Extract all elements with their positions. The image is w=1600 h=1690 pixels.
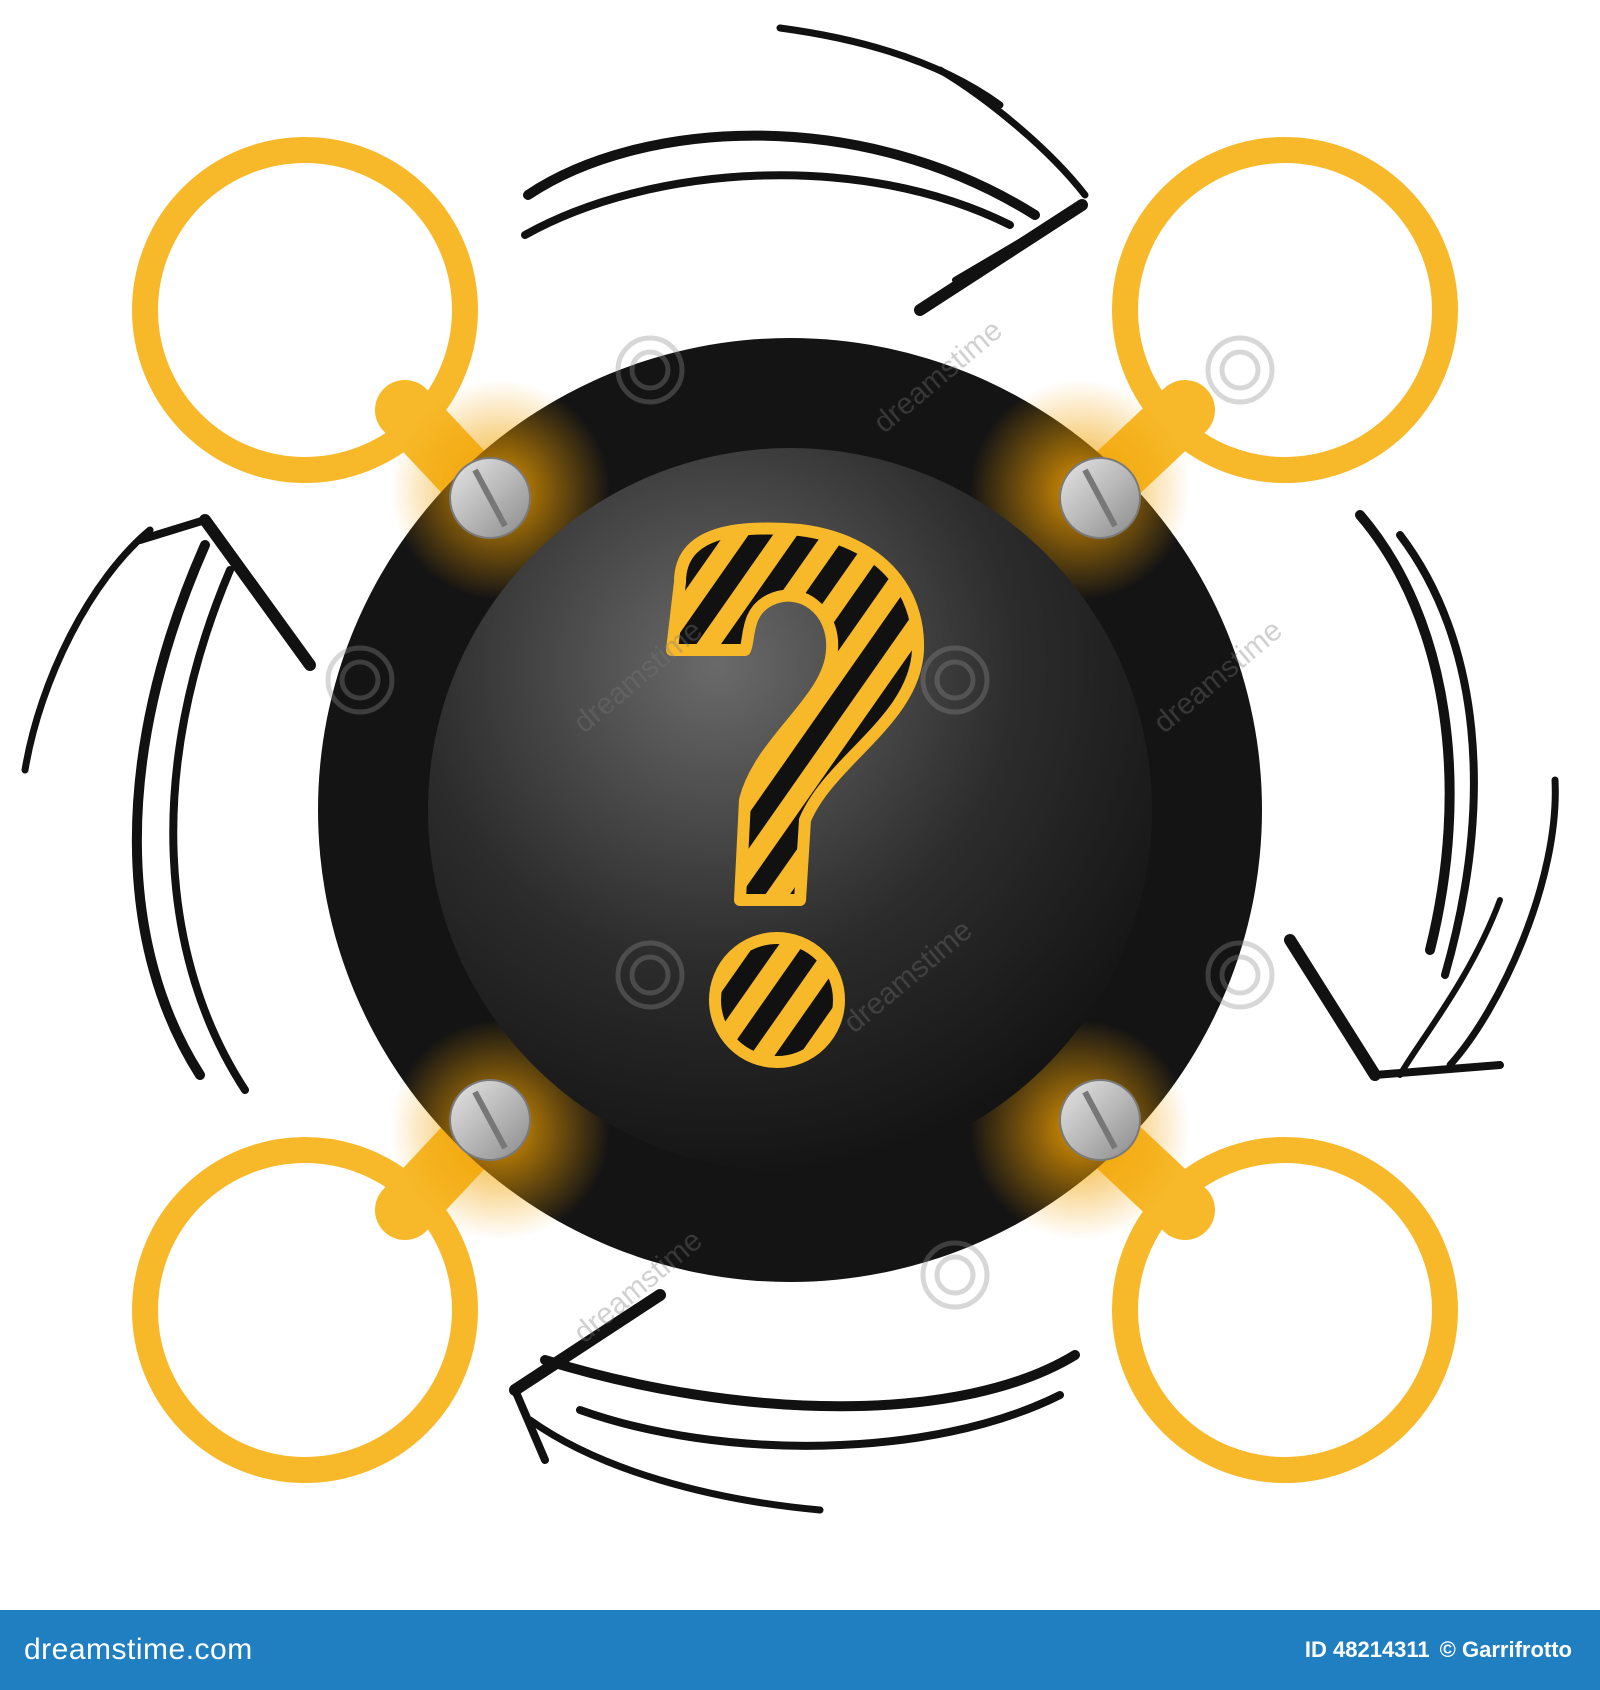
- cycle-diagram: [21, 24, 1559, 1514]
- screw-icon: [1059, 1079, 1141, 1161]
- screw-icon: [449, 1079, 531, 1161]
- screw-icon: [449, 457, 531, 539]
- footer-logo[interactable]: dreamstime.com: [24, 1633, 253, 1666]
- cycle-arrows: [21, 24, 1559, 1514]
- screw-icon: [1059, 457, 1141, 539]
- cycle-arrow-icon: [509, 1289, 1080, 1514]
- footer-bar: dreamstime.com ID 48214311 © Garrifrotto: [0, 1610, 1600, 1690]
- cycle-arrow-icon: [521, 24, 1089, 316]
- footer-credits: ID 48214311 © Garrifrotto: [1305, 1637, 1572, 1663]
- author-credit: © Garrifrotto: [1439, 1637, 1572, 1662]
- cycle-arrow-icon: [21, 514, 316, 1094]
- spiral-watermark-icon: [325, 335, 1275, 1310]
- cycle-arrow-icon: [1284, 510, 1559, 1081]
- image-id: ID 48214311: [1304, 1637, 1430, 1662]
